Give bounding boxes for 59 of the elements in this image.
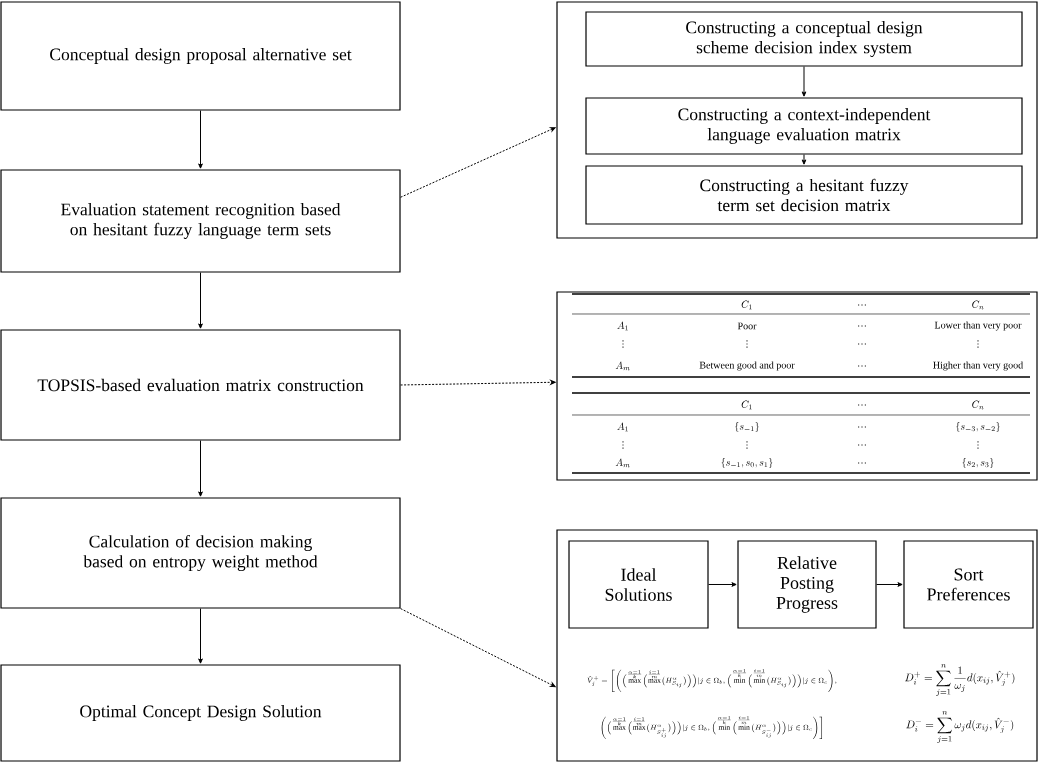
- process-box: Constructing a conceptual design scheme decision index system: [585, 11, 1023, 67]
- formula: $D_i^{-}=\sum_{j=1}^{n}\omega_j d(x_{ij},\hat{V}_j^{-})$: [906, 711, 1014, 743]
- table-cell: ⋮: [746, 340, 748, 348]
- arrow: [801, 66, 807, 97]
- arrow: [198, 110, 203, 169]
- arrow: [198, 440, 203, 497]
- arrow: [198, 608, 203, 664]
- table-cell: …: [858, 444, 866, 446]
- table-cell: ⋮: [977, 441, 979, 449]
- process-box: TOPSIS-based evaluation matrix construction: [0, 329, 401, 441]
- panel-box: [556, 1, 1038, 239]
- panel-box: [556, 529, 1038, 762]
- formula: $\hat{V}_j^{+}=\Bigg[\Bigg(\Big(\overset{\frac{\alpha=1}{k}}{\max}\Big(\overset{\frac{i=1}{m}}{\max}\big(H^{\alpha}_{S_{ij}}\big)\Big)\Big)|j\in\Omega_b,\Big(\overset{\frac{\alpha=1}{k}}{\min}\Big(\overset{\frac{i=1}{m}}{\min}\big(H^{\alpha}_{S_{ij}}\big)\Big)\Big)|j\in\Omega_c\Bigg),$: [587, 668, 837, 693]
- table-cell: …: [858, 343, 866, 345]
- process-box: Optimal Concept Design Solution: [0, 664, 401, 762]
- formula: $\Bigg(\Big(\overset{\frac{\alpha=1}{k}}{\max}\Big(\overset{\frac{i=1}{m}}{\max}\big(H^{\alpha}_{S^{+}_{ij}}\big)\Big)\Big)|j\in\Omega_b,\Big(\overset{\frac{\alpha=1}{k}}{\min}\Big(\overset{\frac{i=1}{m}}{\min}\big(H^{\alpha}_{S^{-}_{ij}}\big)\Big)\Big)|j\in\Omega_c\Bigg)\Bigg]$: [601, 715, 822, 740]
- table-cell: $C_n$: [972, 300, 984, 310]
- arrow: [708, 582, 737, 587]
- process-box: Constructing a context-independent language evaluation matrix: [585, 97, 1023, 155]
- table-cell: Between good and poor: [699, 361, 795, 371]
- table-cell: ⋮: [746, 441, 748, 449]
- table-cell: …: [858, 426, 866, 428]
- process-box: Sort Preferences: [903, 540, 1034, 629]
- table-cell: $A_m$: [615, 361, 630, 371]
- arrow: [198, 272, 203, 329]
- arrow: [400, 127, 556, 198]
- formula: $D_i^{+}=\sum_{j=1}^{n}\frac{1}{\omega_j}d(x_{ij},\hat{V}_j^{+})$: [905, 664, 1015, 696]
- table-cell: …: [858, 365, 866, 367]
- process-box: Evaluation statement recognition based on hesitant fuzzy language term sets: [0, 169, 401, 273]
- table-cell: ⋮: [622, 340, 624, 348]
- panel-box: [556, 291, 1038, 481]
- table-cell: $A_1$: [617, 321, 628, 331]
- table-cell: Higher than very good: [933, 361, 1023, 371]
- arrow: [400, 608, 556, 688]
- table-cell: Poor: [737, 322, 757, 330]
- arrow: [876, 582, 903, 587]
- table-cell: …: [858, 325, 866, 327]
- table-cell: $C_1$: [741, 300, 752, 310]
- arrow: [400, 380, 556, 386]
- table-cell: $\{s_2,s_3\}$: [962, 458, 994, 468]
- table-cell: $A_m$: [615, 458, 630, 468]
- arrow: [801, 154, 807, 165]
- table-cell: $\{s_{-1},s_0,s_1\}$: [721, 458, 773, 468]
- table-cell: …: [858, 404, 866, 406]
- table-cell: …: [858, 304, 866, 306]
- process-box: Constructing a hesitant fuzzy term set decision matrix: [585, 165, 1023, 225]
- table-cell: $A_1$: [617, 422, 628, 432]
- process-box: Ideal Solutions: [568, 540, 709, 629]
- table-cell: $\{s_{-1}\}$: [735, 422, 759, 432]
- table-cell: $C_n$: [972, 400, 984, 410]
- table-cell: Lower than very poor: [934, 321, 1022, 331]
- table-cell: ⋮: [622, 441, 624, 449]
- table-cell: …: [858, 462, 866, 464]
- table-cell: $\{s_{-3},s_{-2}\}$: [956, 422, 1000, 432]
- table-cell: $C_1$: [741, 400, 752, 410]
- process-box: Conceptual design proposal alternative set: [0, 1, 401, 111]
- process-box: Calculation of decision making based on entropy weight method: [0, 497, 401, 609]
- process-box: Relative Posting Progress: [737, 540, 877, 629]
- table-cell: ⋮: [977, 340, 979, 348]
